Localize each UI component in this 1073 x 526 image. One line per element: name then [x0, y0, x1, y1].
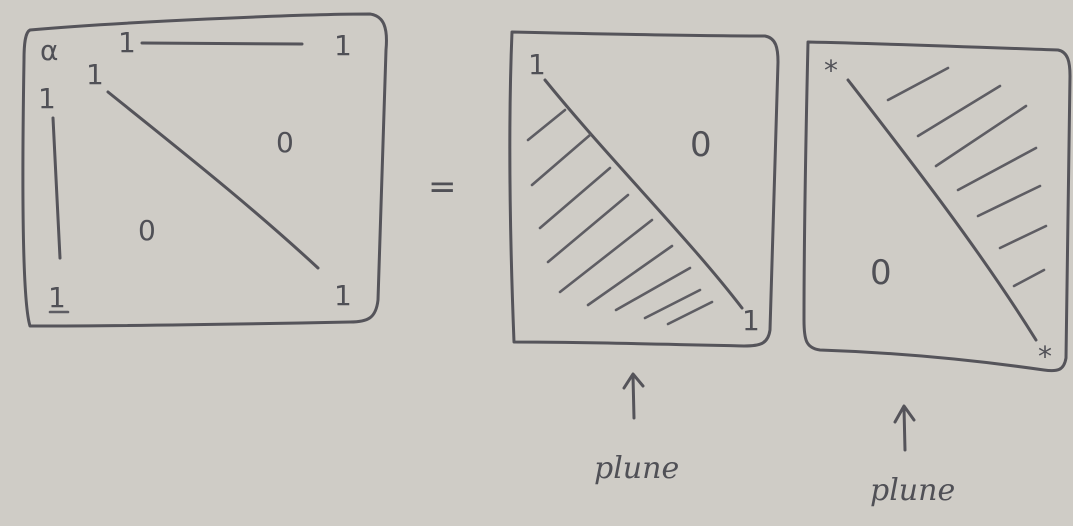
- lower-matrix-frame: [508, 30, 780, 348]
- left-matrix-bottom-right-one: 1: [334, 279, 352, 312]
- upper-arrow-shaft: [902, 406, 907, 452]
- left-matrix-bottom-left-one: 1: [48, 281, 66, 314]
- left-matrix: α 1 1 1 1 1 1 0 0: [21, 12, 388, 328]
- upper-matrix-hatching: [886, 66, 1048, 288]
- upper-matrix-frame: [802, 40, 1072, 373]
- left-matrix-diagonal-start-one: 1: [86, 58, 104, 91]
- lower-matrix-label: plune: [594, 451, 679, 486]
- upper-matrix-top-star: *: [824, 54, 838, 87]
- upper-matrix-diagonal: [846, 78, 1038, 342]
- upper-matrix-annotation: plune: [870, 404, 955, 508]
- lower-arrow-shaft: [631, 374, 636, 420]
- upper-arrow-head: [893, 404, 916, 424]
- lower-matrix-top-one: 1: [528, 48, 546, 81]
- left-matrix-upper-zero: 0: [276, 126, 294, 159]
- left-matrix-top-rule: [140, 41, 304, 46]
- lower-arrow-head: [622, 372, 645, 390]
- upper-matrix-zero: 0: [870, 253, 892, 293]
- left-matrix-alpha: α: [40, 34, 58, 67]
- left-matrix-diagonal: [106, 90, 320, 270]
- lower-triangular-matrix: 1 1 0: [508, 30, 780, 348]
- left-matrix-column-top-one: 1: [38, 82, 56, 115]
- equals-sign: =: [428, 167, 457, 207]
- lower-matrix-zero: 0: [690, 125, 712, 165]
- left-matrix-top-right-one: 1: [334, 29, 352, 62]
- upper-matrix-label: plune: [870, 473, 955, 508]
- lower-matrix-hatching: [526, 108, 714, 326]
- lower-matrix-diagonal: [543, 78, 744, 310]
- upper-triangular-matrix: * * 0: [802, 40, 1072, 373]
- left-matrix-lower-zero: 0: [138, 214, 156, 247]
- left-matrix-left-rule: [51, 116, 62, 260]
- lower-matrix-bottom-one: 1: [742, 304, 760, 337]
- left-matrix-frame: [21, 12, 388, 328]
- upper-matrix-bottom-star: *: [1038, 340, 1052, 373]
- lower-matrix-annotation: plune: [594, 372, 679, 486]
- left-matrix-top-left-one: 1: [118, 26, 136, 59]
